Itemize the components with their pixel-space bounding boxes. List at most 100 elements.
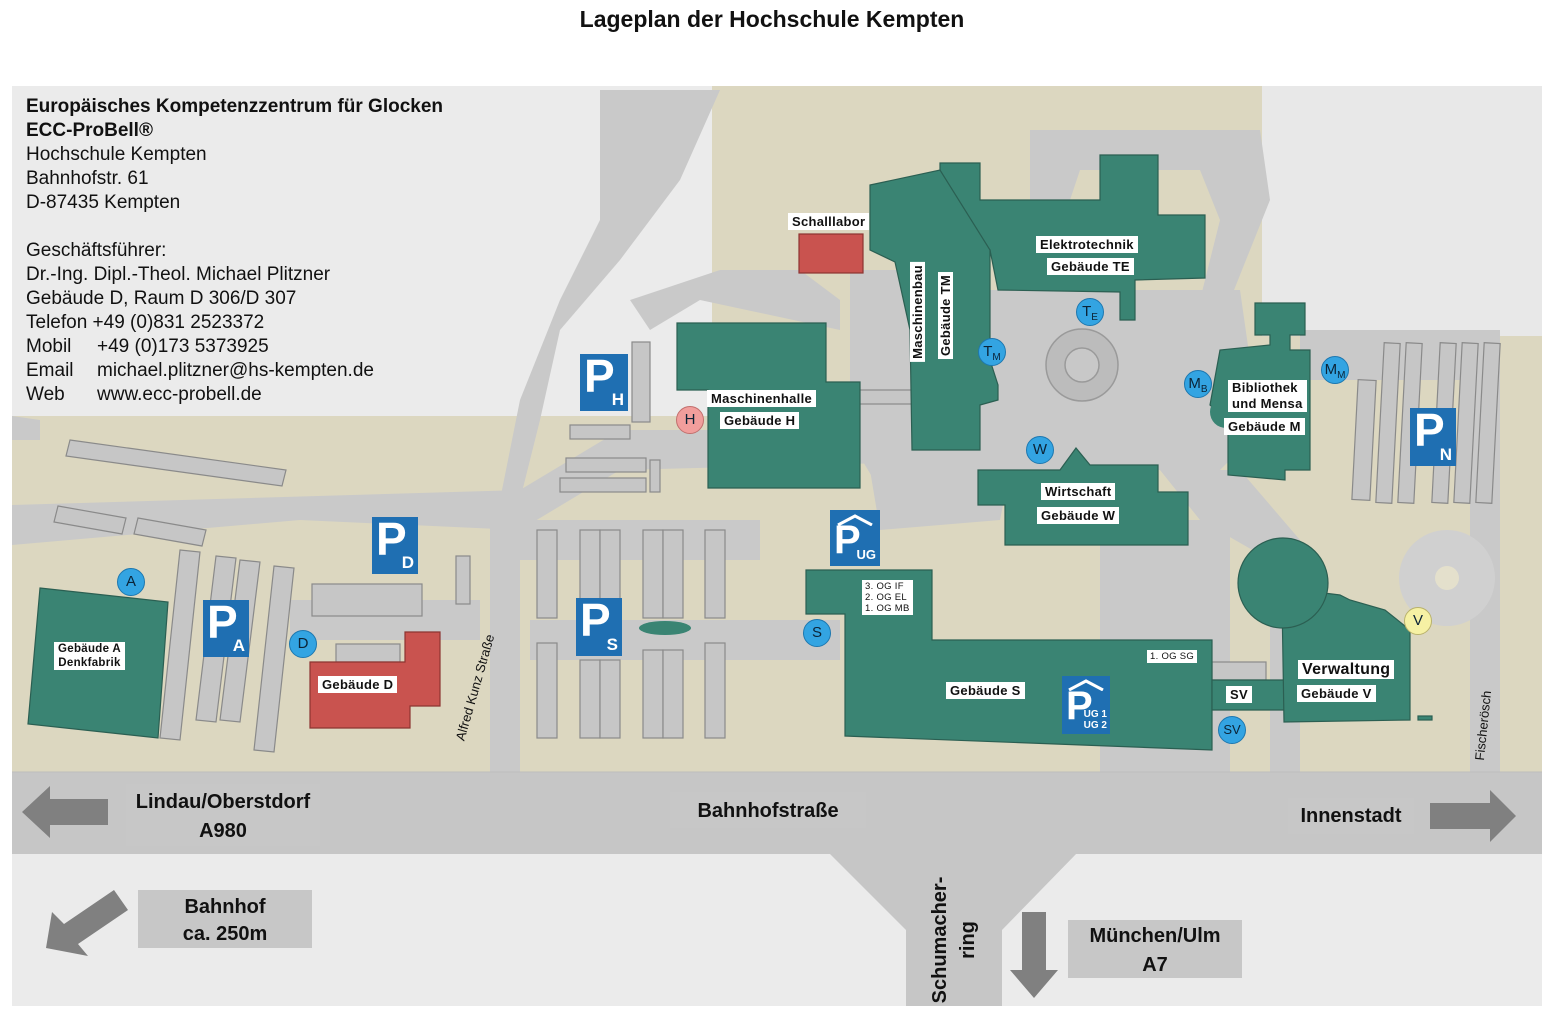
parking-p-letter: P: [834, 518, 861, 562]
direction-innenstadt: Innenstadt: [1300, 805, 1402, 827]
label-s-floor2: 2. OG EL: [865, 592, 908, 603]
parking-p-letter: P: [580, 594, 611, 646]
mobile-row: Mobil+49 (0)173 5373925: [26, 335, 443, 359]
label-h-name: Maschinenhalle: [707, 390, 817, 407]
lindau-box: [126, 784, 320, 846]
label-tm-code: Gebäude TM: [938, 272, 953, 360]
building-s: [805, 569, 1213, 751]
label-m-name1: Bibliothek: [1232, 380, 1298, 395]
marker-h[interactable]: H: [676, 406, 704, 434]
parking-ug12-sign: P UG 1 UG 2: [1062, 676, 1110, 734]
parking-d-sub: D: [401, 553, 414, 572]
road-schumacherring: Schumacher-ring: [926, 860, 982, 1020]
marker-te-sub: E: [1091, 312, 1098, 323]
marker-w[interactable]: W: [1026, 436, 1054, 464]
parking-n-sub: N: [1439, 445, 1452, 464]
city: D-87435 Kempten: [26, 192, 181, 213]
label-m-code: Gebäude M: [1224, 418, 1305, 435]
org-name: Europäisches Kompetenzzentrum für Glocke…: [26, 96, 444, 117]
marker-mb-sub: B: [1200, 384, 1208, 395]
label-v-name: Verwaltung: [1298, 660, 1395, 679]
parking-p-letter: P: [584, 350, 615, 402]
room: Gebäude D, Raum D 306/D 307: [26, 288, 297, 309]
parking-ug-sub: UG: [856, 547, 877, 562]
bahnhofstrasse-box: [670, 792, 866, 828]
marker-s[interactable]: S: [803, 619, 831, 647]
road-schumacherring-line1: Schumacher-: [929, 876, 951, 1004]
garage-roof-icon: [1068, 679, 1104, 691]
marker-te[interactable]: TE: [1076, 298, 1104, 326]
marker-mb[interactable]: MB: [1184, 370, 1212, 398]
building-v-round: [1237, 537, 1329, 629]
marker-a[interactable]: A: [117, 568, 145, 596]
marker-tm[interactable]: TM: [978, 338, 1006, 366]
direction-muenchen-line2: A7: [1142, 954, 1168, 976]
manager-name: Dr.-Ing. Dipl.-Theol. Michael Plitzner: [26, 264, 331, 285]
label-w-code: Gebäude W: [1037, 507, 1120, 524]
marker-sv[interactable]: SV: [1218, 716, 1246, 744]
parking-s-sub: S: [606, 635, 618, 654]
parking-ug2-sub: UG 2: [1083, 720, 1107, 731]
parking-a-sub: A: [232, 636, 245, 655]
muenchen-box: [1068, 920, 1242, 978]
label-a-name1: Gebäude A: [58, 643, 121, 655]
web-link[interactable]: www.ecc-probell.de: [97, 384, 262, 405]
street: Bahnhofstr. 61: [26, 168, 149, 189]
mobile-label: Mobil: [26, 336, 72, 357]
marker-mm-letter: M: [1324, 361, 1338, 378]
label-v-code: Gebäude V: [1297, 685, 1376, 702]
marker-v[interactable]: V: [1404, 607, 1432, 635]
road-bahnhofstrasse: Bahnhofstraße: [697, 800, 839, 822]
org-brand: ECC-ProBell®: [26, 120, 153, 141]
parking-p-letter: P: [207, 596, 238, 648]
parking-ug1-sub: UG 1: [1083, 709, 1107, 720]
label-te-code: Gebäude TE: [1047, 258, 1134, 275]
label-tm-name: Maschinenbau: [910, 262, 925, 362]
label-s-floor3: 3. OG IF: [865, 581, 904, 592]
direction-bahnhof-line2: ca. 250m: [182, 923, 268, 945]
arrow-down-left: [46, 890, 128, 956]
parking-p-letter: P: [1414, 404, 1445, 456]
school-name: Hochschule Kempten: [26, 144, 207, 165]
marker-tm-sub: M: [992, 352, 1001, 363]
direction-muenchen-line1: München/Ulm: [1089, 925, 1221, 947]
arrow-right: [1430, 790, 1516, 842]
schumacherring-road: [828, 852, 1078, 1006]
parking-p-letter: P: [1066, 684, 1093, 728]
direction-lindau-line1: Lindau/Oberstdorf: [135, 791, 311, 813]
marker-mb-letter: M: [1188, 375, 1201, 392]
marker-te-letter: T: [1082, 303, 1092, 320]
arrow-left: [22, 786, 108, 838]
innenstadt-box: [1288, 798, 1414, 834]
label-s-floor1: 1. OG MB: [865, 603, 910, 614]
roundabout-ne-center: [1435, 566, 1459, 590]
contact-block: Europäisches Kompetenzzentrum für Glocke…: [26, 95, 443, 407]
manager-label: Geschäftsführer:: [26, 240, 167, 261]
label-s: Gebäude S: [946, 682, 1025, 699]
garage-roof-icon: [837, 514, 873, 526]
label-m-name2: und Mensa: [1232, 396, 1303, 411]
email-label: Email: [26, 360, 74, 381]
road-schumacherring-line2: ring: [957, 921, 979, 959]
marker-mm[interactable]: MM: [1321, 356, 1349, 384]
label-te-name: Elektrotechnik: [1036, 236, 1138, 253]
direction-lindau-line2: A980: [199, 820, 247, 842]
ne-panel-bg: [1262, 86, 1542, 336]
marker-d[interactable]: D: [289, 630, 317, 658]
email-link[interactable]: michael.plitzner@hs-kempten.de: [97, 360, 374, 381]
roundabout-center-inner: [1064, 347, 1100, 383]
marker-tm-letter: T: [983, 343, 993, 360]
label-s-floor-sg: 1. OG SG: [1147, 650, 1198, 663]
marker-mm-sub: M: [1337, 370, 1346, 381]
